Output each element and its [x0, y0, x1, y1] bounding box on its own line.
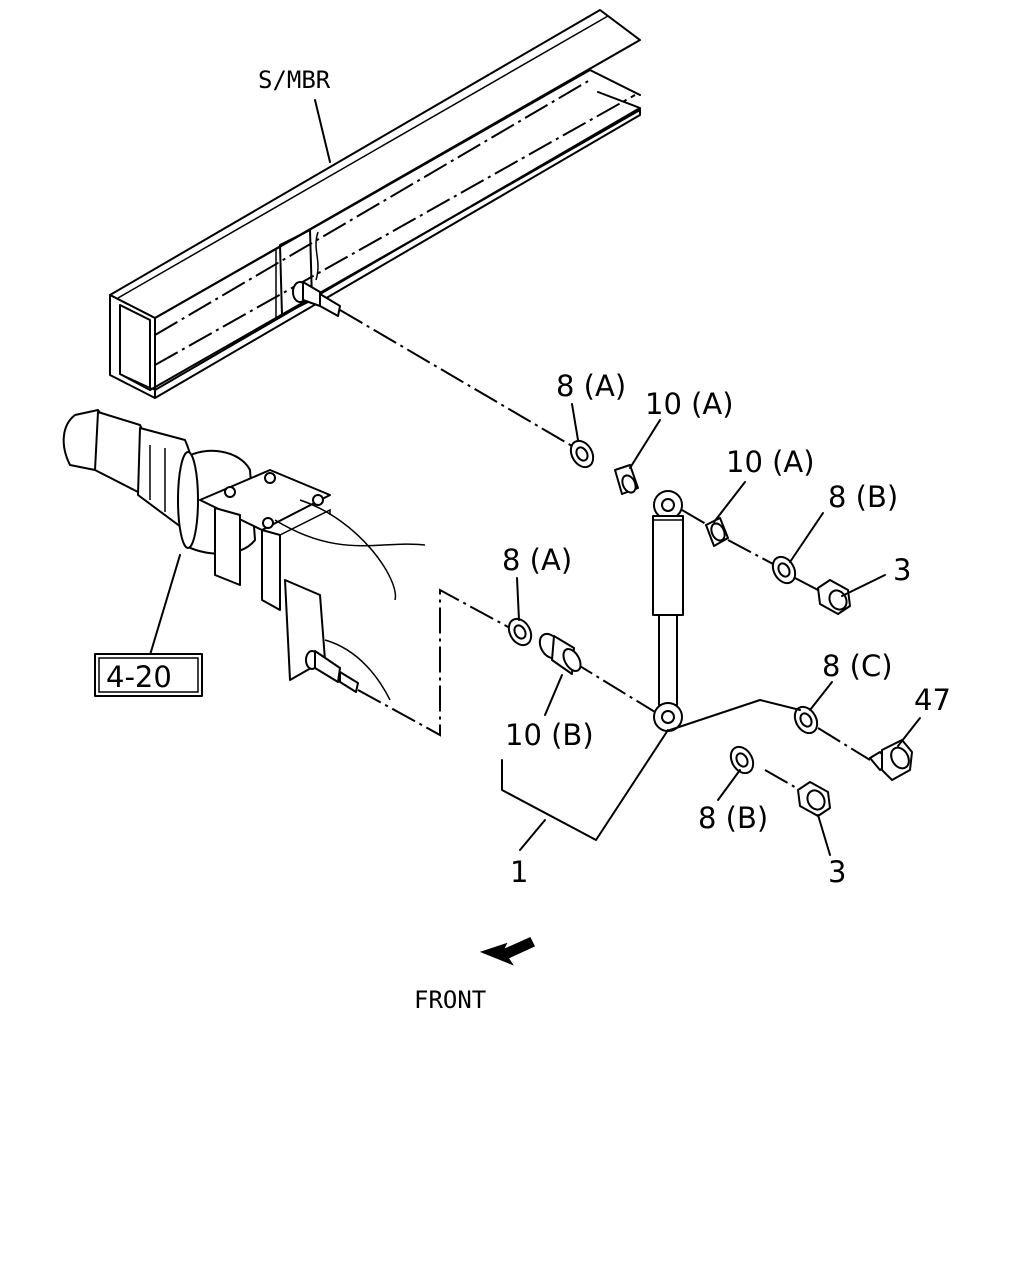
axle-stud	[305, 650, 359, 693]
upper-centerline	[339, 309, 573, 447]
lower-nut-3	[797, 781, 831, 817]
label-bushing-10b: 10 (B)	[505, 718, 594, 752]
frame-stud	[292, 281, 341, 317]
lower-washer-8a	[507, 617, 533, 647]
shock-absorber	[652, 490, 684, 732]
label-reference: 4-20	[106, 660, 172, 694]
lower-bushing-10b	[538, 632, 582, 675]
label-sub-member: S/MBR	[258, 66, 331, 94]
upper-bushing-10a-right	[705, 517, 729, 547]
upper-axis-3	[794, 577, 819, 591]
label-washer-8a-upper: 8 (A)	[556, 369, 626, 403]
sub-member-frame	[109, 9, 641, 399]
lower-centerline	[357, 588, 511, 737]
upper-axis	[681, 509, 707, 525]
label-bolt-47: 47	[914, 683, 951, 717]
label-nut-lower: 3	[828, 855, 846, 889]
bolt-47	[869, 739, 913, 781]
upper-axis-2	[727, 539, 776, 566]
upper-washer-8b	[771, 555, 797, 585]
label-nut-upper: 3	[893, 553, 911, 587]
lower-washer-8c	[793, 705, 819, 735]
label-shock-absorber: 1	[510, 855, 528, 889]
leader-lines	[149, 99, 921, 856]
label-front: FRONT	[414, 986, 486, 1014]
bolt-axis	[817, 727, 871, 761]
upper-nut-3	[817, 579, 851, 615]
lower-axis-2	[764, 769, 801, 791]
label-bushing-10a-left: 10 (A)	[645, 387, 734, 421]
label-washer-8b-lower: 8 (B)	[698, 801, 768, 835]
label-washer-8b-upper: 8 (B)	[828, 480, 898, 514]
lower-washer-8b	[729, 745, 755, 775]
label-washer-8a-lower: 8 (A)	[502, 543, 572, 577]
upper-bushing-10a-left	[614, 464, 639, 495]
label-washer-8c: 8 (C)	[822, 649, 893, 683]
front-arrow-icon	[479, 937, 536, 966]
label-bushing-10a-right: 10 (A)	[726, 445, 815, 479]
reference-box: 4-20	[94, 653, 203, 697]
lower-axis	[569, 659, 656, 713]
upper-washer-8a	[569, 439, 595, 469]
